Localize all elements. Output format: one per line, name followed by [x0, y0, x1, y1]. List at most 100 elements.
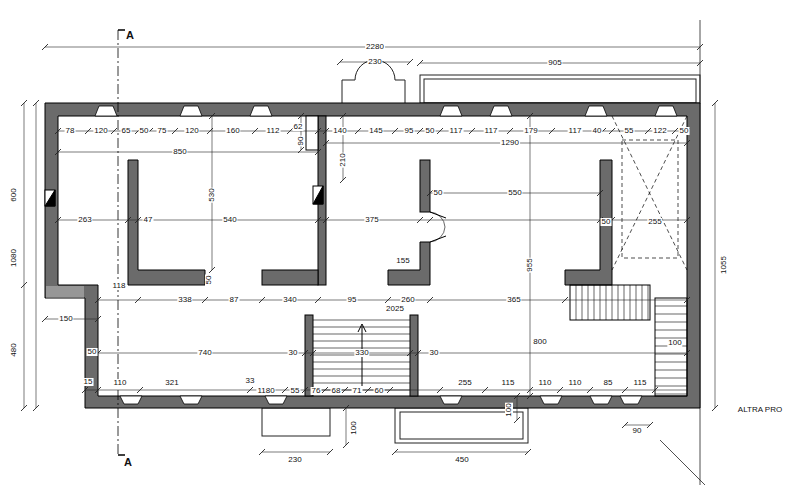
tread [642, 285, 643, 320]
dimension-tick [125, 217, 131, 223]
dimension-tick [340, 177, 346, 183]
dimension-label: 375 [364, 216, 379, 224]
section-line [118, 30, 125, 455]
dimension-label: 850 [172, 148, 187, 156]
tread [655, 386, 687, 387]
dimension-label: 2280 [365, 43, 385, 51]
tread [313, 376, 410, 377]
hatch-line [46, 297, 84, 298]
dimension-label: 50 [679, 127, 690, 135]
dimension-tick [323, 217, 329, 223]
dimension-tick [315, 217, 321, 223]
dimension-label: 330 [354, 349, 369, 357]
wall [388, 242, 430, 285]
dimension-tick [697, 44, 703, 50]
dimension-tick [95, 297, 101, 303]
window-niche [265, 396, 287, 404]
dimension-line [58, 152, 318, 153]
dimension-line [530, 116, 531, 396]
dimension-line [715, 103, 716, 408]
tread [313, 383, 410, 384]
dimension-label: 112 [266, 127, 281, 135]
dimension-tick [622, 422, 628, 428]
dimension-tick [712, 100, 718, 106]
tread [313, 320, 410, 321]
dimension-tick [387, 387, 393, 393]
dimension-line [517, 396, 518, 420]
dimension-label: 540 [222, 216, 237, 224]
dimension-label: 255 [647, 218, 662, 226]
tread [655, 370, 687, 371]
outer-wall [45, 103, 700, 408]
window-niche [120, 396, 142, 404]
dimension-label: 47 [143, 216, 154, 224]
dimension-tick [302, 350, 308, 356]
terrace-inner [424, 79, 696, 103]
dimension-label: 117 [568, 127, 583, 135]
dimension-line [346, 408, 347, 445]
dimension-tick [315, 128, 321, 134]
dimension-tick [323, 128, 329, 134]
dimension-tick [135, 217, 141, 223]
dimension-label: 55 [290, 387, 301, 395]
exterior-elements [262, 20, 705, 485]
tread [630, 285, 631, 320]
dimension-label: 40 [592, 127, 603, 135]
dimension-label: 117 [449, 127, 464, 135]
tread [606, 285, 607, 320]
hatch-line [46, 293, 84, 294]
hatch-line [46, 287, 84, 288]
dimension-tick [514, 417, 520, 423]
dimension-tick [310, 350, 316, 356]
dimension-tick [327, 449, 333, 455]
dimension-label: 338 [177, 296, 192, 304]
dimension-tick [95, 316, 101, 322]
dimension-label: 340 [282, 296, 297, 304]
dimension-tick [202, 297, 208, 303]
window-niche [95, 106, 117, 116]
dimension-label: 260 [400, 296, 415, 304]
dimension-tick [42, 316, 48, 322]
dimension-label: 76 [311, 387, 322, 395]
hatch-line [46, 289, 84, 290]
dimension-tick [407, 350, 413, 356]
tread [655, 330, 687, 331]
window-niche [440, 106, 462, 116]
dimension-label: 78 [65, 127, 76, 135]
dimension-tick [622, 387, 628, 393]
dimension-tick [684, 350, 690, 356]
vault [622, 140, 678, 258]
dimension-label: 50 [87, 348, 98, 356]
tread [594, 285, 595, 320]
dimension-label: 550 [507, 189, 522, 197]
fittings [45, 116, 687, 396]
window-niche [590, 396, 612, 404]
tread [582, 285, 583, 320]
dimension-label: 60 [374, 387, 385, 395]
interior-walls [128, 116, 612, 396]
dimension-label: 115 [501, 379, 516, 387]
dimension-label: A [123, 457, 133, 468]
dimension-label: 110 [113, 379, 128, 387]
dimension-tick [697, 60, 703, 66]
dimension-tick [645, 128, 651, 134]
dimension-tick [469, 128, 475, 134]
window-niche [180, 396, 202, 404]
tread [648, 285, 649, 320]
dimension-label: 2025 [385, 305, 405, 313]
tread [313, 369, 410, 370]
tread [624, 285, 625, 320]
tread [588, 285, 589, 320]
dimension-tick [259, 449, 265, 455]
dimension-tick [21, 282, 27, 288]
dimension-tick [315, 149, 321, 155]
dimension-label: 1180 [256, 387, 275, 395]
dimension-label: 50 [205, 275, 213, 286]
dimension-tick [343, 442, 349, 448]
dimension-tick [137, 387, 143, 393]
dimension-label: 90 [632, 427, 643, 435]
dimension-tick [340, 113, 346, 119]
tread [655, 354, 687, 355]
tread [655, 306, 687, 307]
tread [655, 314, 687, 315]
